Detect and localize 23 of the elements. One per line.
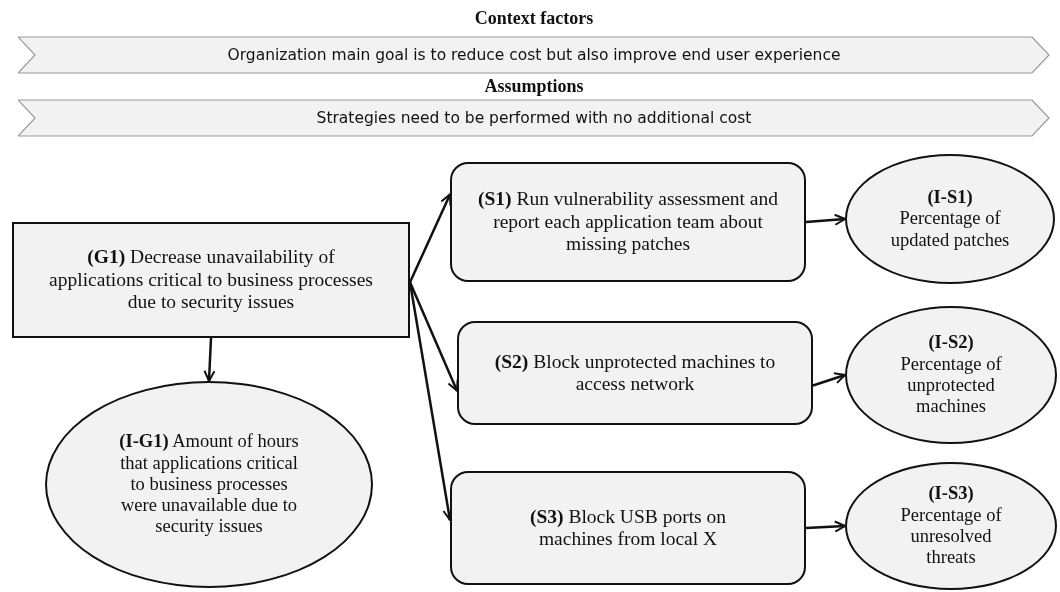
node-text: Percentage of updated patches — [889, 208, 1011, 251]
arrow — [805, 520, 846, 533]
indicator-id: (I-S2) — [928, 332, 974, 354]
node-text: (S2) Block unprotected machines to access network — [493, 350, 777, 396]
goal-box — [12, 222, 410, 338]
section-heading: Context factors — [474, 8, 594, 28]
banner-text: Organization main goal is to reduce cost but also improve end user experience — [227, 46, 841, 64]
node-text: (S1) Run vulnerability assessment and report each application team about missing patches — [476, 188, 780, 256]
node-text: (S3) Block USB ports on machines from local X — [528, 505, 728, 551]
node-text: Percentage of unresolved threats — [899, 504, 1003, 569]
node-text: (G1) Decrease unavailability of applications critical to business processes due to security issues — [48, 246, 374, 314]
arrow — [805, 213, 846, 226]
arrow — [812, 372, 846, 387]
node-text: Percentage of unprotected machines — [899, 353, 1003, 418]
strategy-box — [457, 321, 813, 425]
node-text: (I-G1) Amount of hours that applications critical to business processes were unavailable due to security issues — [118, 431, 300, 538]
section-heading: Assumptions — [484, 76, 584, 96]
strategy-box — [450, 471, 806, 585]
strategy-box — [450, 162, 806, 282]
banner-text: Strategies need to be performed with no additional cost — [316, 109, 752, 127]
arrow — [203, 337, 216, 382]
indicator-id: (I-S1) — [927, 187, 973, 209]
indicator-id: (I-S3) — [928, 483, 974, 505]
